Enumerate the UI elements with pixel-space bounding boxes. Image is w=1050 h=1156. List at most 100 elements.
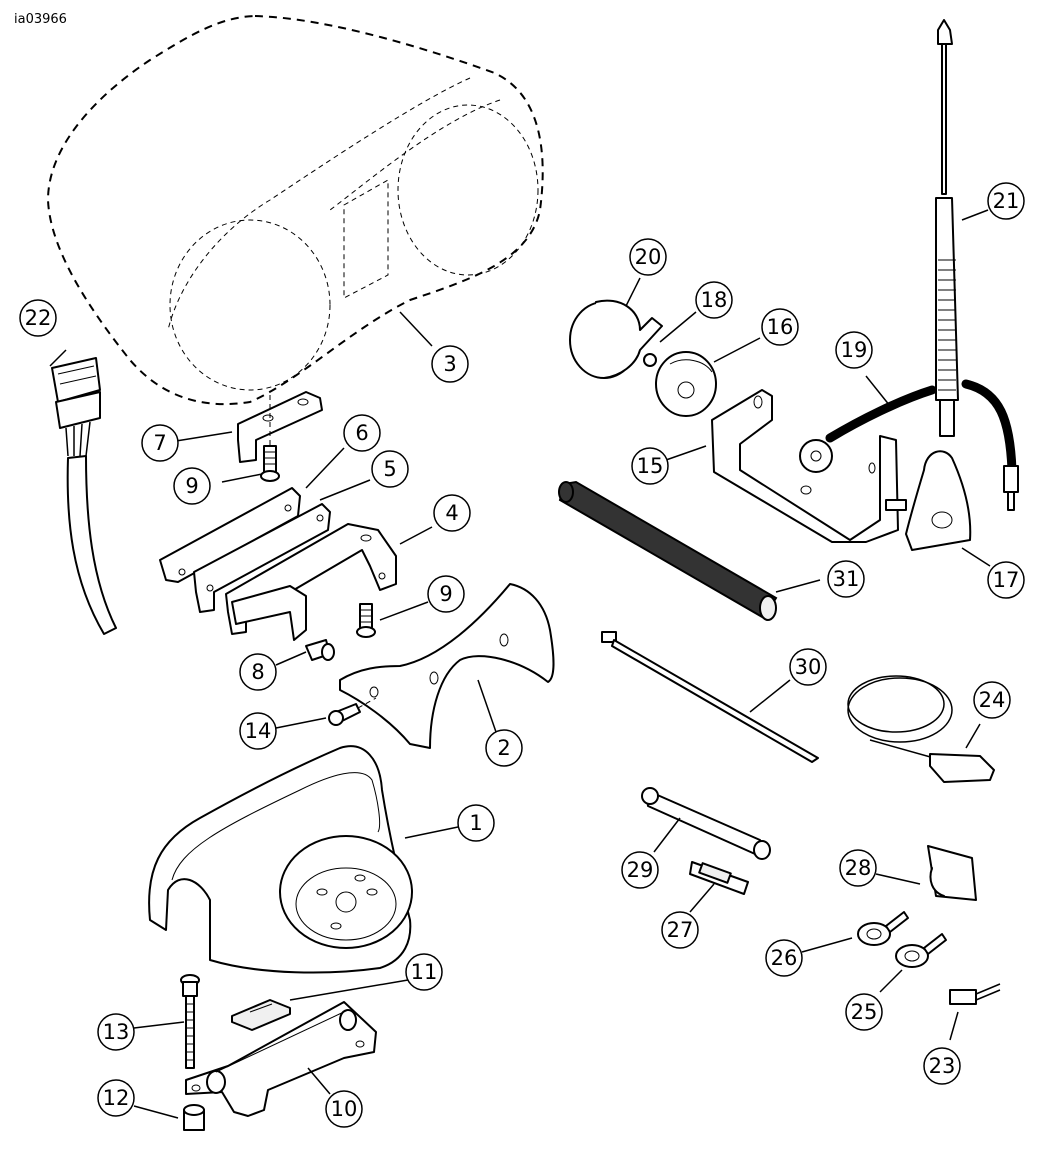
callout-23: 23: [923, 1047, 961, 1085]
part-14-screw: [328, 697, 377, 726]
part-19-cable: [799, 385, 937, 473]
part-22-connector-cable: [51, 357, 117, 635]
callout-22: 22: [19, 299, 57, 337]
part-26-ring-terminal: [857, 911, 909, 946]
callout-circle: [19, 299, 57, 337]
callout-28: 28: [839, 849, 877, 887]
part-17-antenna-base: [885, 450, 972, 551]
callout-circle: [827, 560, 865, 598]
callout-circle: [695, 281, 733, 319]
callout-27: 27: [661, 911, 699, 949]
callout-circle: [789, 648, 827, 686]
callout-circle: [97, 1013, 135, 1051]
callout-circle: [631, 447, 669, 485]
callout-label: 16: [767, 315, 794, 339]
callout-label: 13: [103, 1020, 130, 1044]
callout-20: 20: [629, 238, 667, 276]
part-5-plate: [193, 503, 331, 613]
callout-label: 30: [795, 655, 822, 679]
callout-circle: [987, 561, 1025, 599]
callout-label: 10: [331, 1097, 358, 1121]
callout-9: 9: [427, 575, 465, 613]
callout-circle: [239, 653, 277, 691]
part-24-lead-connector: [847, 675, 995, 783]
callout-circle: [343, 414, 381, 452]
callout-18: 18: [695, 281, 733, 319]
callout-30: 30: [789, 648, 827, 686]
callout-label: 8: [251, 660, 264, 684]
part-11-pad: [231, 999, 291, 1031]
callout-label: 26: [771, 946, 798, 970]
part-3-housing-outline: [46, 14, 544, 406]
part-27-fuse: [689, 861, 749, 895]
callout-19: 19: [835, 331, 873, 369]
part-18-nut: [643, 353, 657, 367]
part-15-u-bracket: [711, 389, 899, 543]
part-21-antenna: [935, 19, 1019, 511]
callout-circle: [325, 1090, 363, 1128]
callout-label: 15: [637, 454, 664, 478]
callout-label: 29: [627, 858, 654, 882]
callout-14: 14: [239, 712, 277, 750]
callout-label: 22: [25, 306, 52, 330]
callout-circle: [973, 681, 1011, 719]
callout-group: 1234567899101112131415161718192021222324…: [19, 182, 1025, 1128]
callout-circle: [923, 1047, 961, 1085]
callout-label: 19: [841, 338, 868, 362]
callout-31: 31: [827, 560, 865, 598]
part-2-curved-bracket: [339, 583, 555, 749]
callout-1: 1: [457, 804, 495, 842]
callout-label: 18: [701, 288, 728, 312]
callout-9: 9: [173, 467, 211, 505]
part-9-screw-upper: [260, 445, 280, 482]
callout-label: 9: [439, 582, 452, 606]
callout-circle: [839, 849, 877, 887]
callout-label: 9: [185, 474, 198, 498]
callout-16: 16: [761, 308, 799, 346]
callout-circle: [485, 729, 523, 767]
part-23-jumper: [949, 983, 1001, 1005]
callout-12: 12: [97, 1079, 135, 1117]
part-31-spiral-tube: [558, 480, 778, 621]
callout-8: 8: [239, 653, 277, 691]
callout-11: 11: [405, 953, 443, 991]
figure-id: ia03966: [14, 12, 67, 27]
callout-5: 5: [371, 450, 409, 488]
callout-label: 2: [497, 736, 510, 760]
callout-circle: [371, 450, 409, 488]
callout-label: 27: [667, 918, 694, 942]
callout-circle: [431, 345, 469, 383]
callout-6: 6: [343, 414, 381, 452]
part-12-spacer: [183, 1104, 205, 1131]
callout-3: 3: [431, 345, 469, 383]
callout-label: 3: [443, 352, 456, 376]
callout-circle: [835, 331, 873, 369]
callout-24: 24: [973, 681, 1011, 719]
callout-label: 28: [845, 856, 872, 880]
callout-label: 6: [355, 421, 368, 445]
callout-circle: [765, 939, 803, 977]
part-1-base-housing: [148, 745, 413, 974]
part-28-clip: [927, 845, 977, 901]
callout-29: 29: [621, 851, 659, 889]
part-7-bracket: [237, 391, 323, 463]
callout-circle: [661, 911, 699, 949]
part-20-clamp: [569, 299, 663, 379]
callout-label: 4: [445, 501, 458, 525]
part-30-cable-tie: [601, 631, 819, 763]
part-4-plate: [225, 523, 397, 641]
part-8-screw: [305, 639, 335, 661]
callout-label: 31: [833, 567, 860, 591]
callout-25: 25: [845, 993, 883, 1031]
callout-circle: [239, 712, 277, 750]
callout-label: 14: [245, 719, 272, 743]
callout-label: 24: [979, 688, 1006, 712]
callout-circle: [427, 575, 465, 613]
callout-label: 7: [153, 431, 166, 455]
callout-label: 23: [929, 1054, 956, 1078]
callout-circle: [433, 494, 471, 532]
callout-label: 11: [411, 960, 438, 984]
callout-15: 15: [631, 447, 669, 485]
callout-13: 13: [97, 1013, 135, 1051]
